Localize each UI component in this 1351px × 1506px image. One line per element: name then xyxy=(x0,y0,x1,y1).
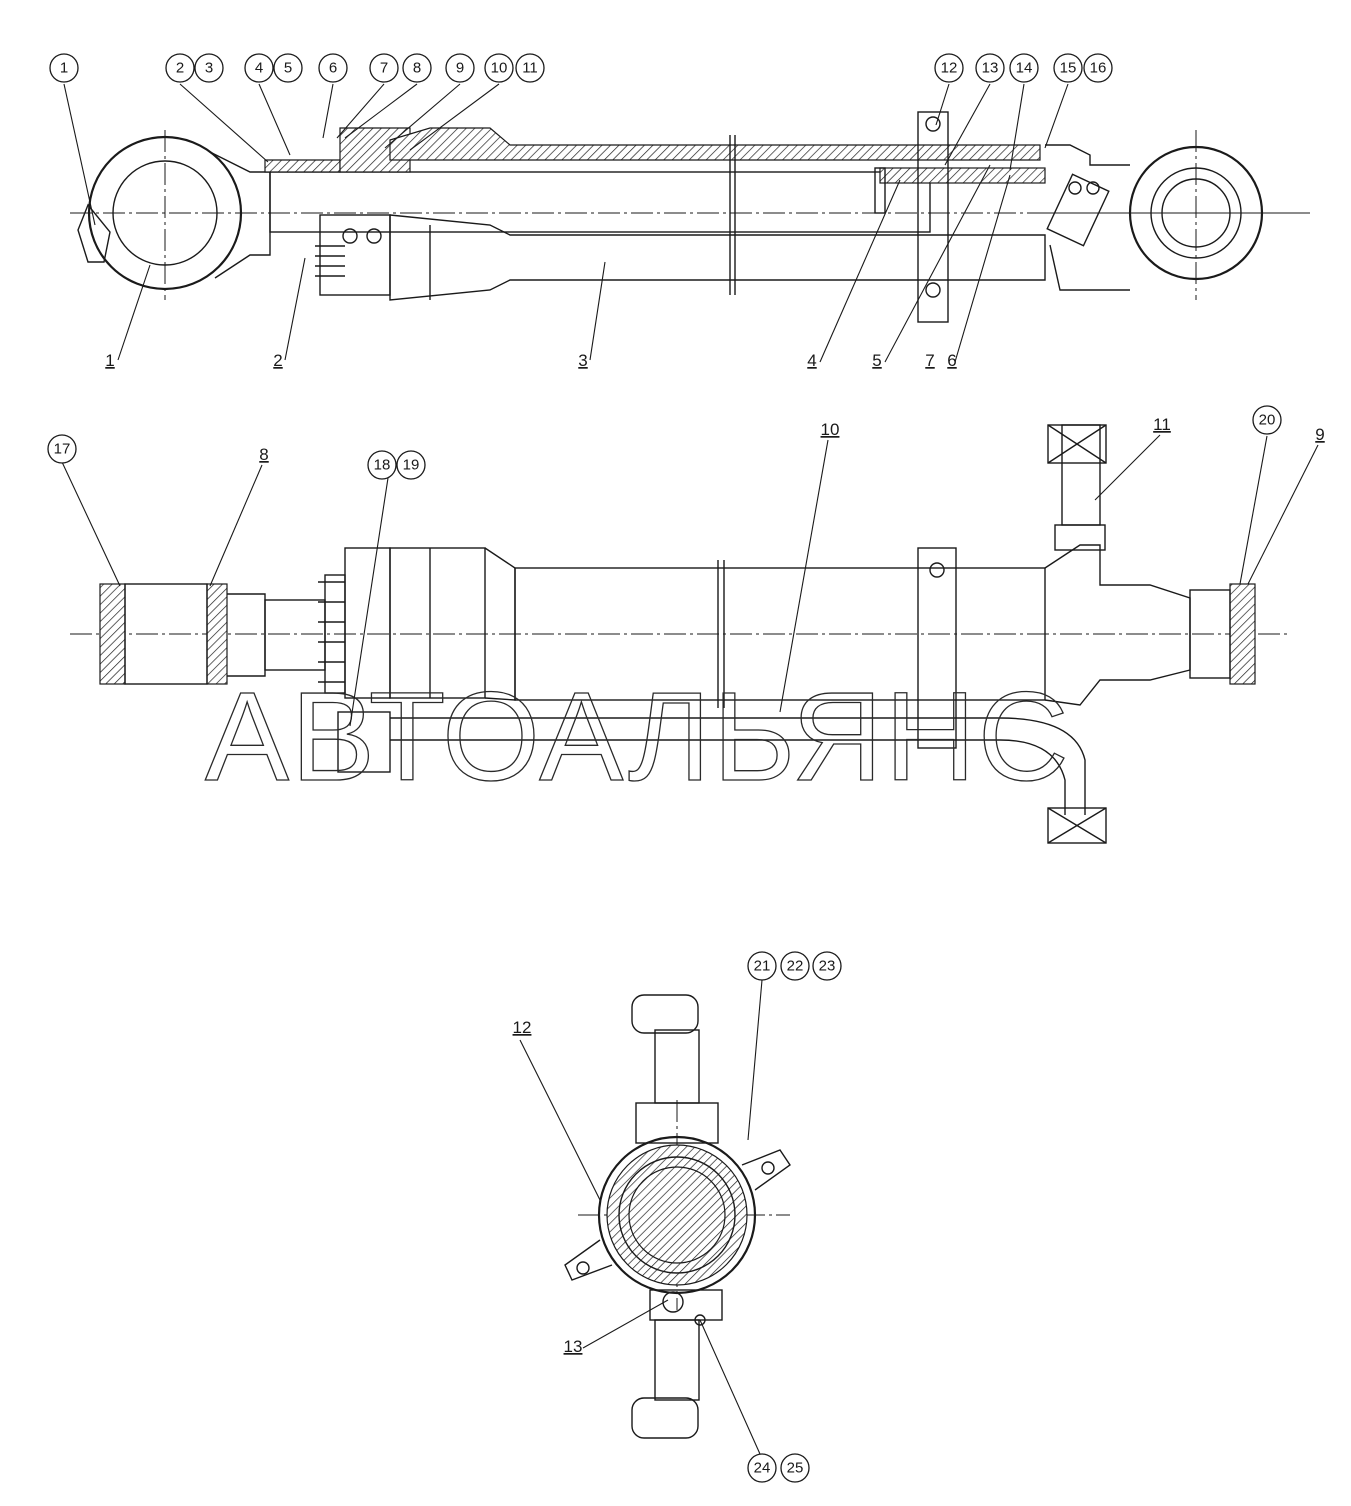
label-10: 10 xyxy=(821,420,840,439)
svg-text:22: 22 xyxy=(787,958,804,975)
bubble-25: 25 xyxy=(780,1453,810,1483)
bubble-21: 21 xyxy=(747,951,777,981)
label-5: 5 xyxy=(872,351,881,370)
part-labels: 1 2 3 4 5 7 6 8 10 11 9 12 13 xyxy=(105,351,1324,1356)
label-13: 13 xyxy=(564,1337,583,1356)
bubble-4: 4 xyxy=(244,53,274,83)
label-9: 9 xyxy=(1315,425,1324,444)
svg-text:13: 13 xyxy=(982,60,999,77)
view-2-external xyxy=(70,424,1290,844)
label-12: 12 xyxy=(513,1018,532,1037)
svg-text:4: 4 xyxy=(255,60,263,77)
svg-text:1: 1 xyxy=(60,60,68,77)
bubble-3: 3 xyxy=(194,53,224,83)
svg-text:25: 25 xyxy=(787,1460,804,1477)
svg-text:12: 12 xyxy=(941,60,958,77)
bubble-11: 11 xyxy=(515,53,545,83)
bubble-15: 15 xyxy=(1053,53,1083,83)
svg-text:11: 11 xyxy=(522,60,538,77)
bubble-23: 23 xyxy=(812,951,842,981)
bubble-17: 17 xyxy=(47,434,77,464)
bubble-14: 14 xyxy=(1009,53,1039,83)
label-2: 2 xyxy=(273,351,282,370)
bubble-12: 12 xyxy=(934,53,964,83)
svg-text:16: 16 xyxy=(1090,60,1107,77)
bubble-22: 22 xyxy=(780,951,810,981)
svg-text:18: 18 xyxy=(374,457,391,474)
svg-text:8: 8 xyxy=(413,60,421,77)
svg-text:9: 9 xyxy=(456,60,464,77)
view-1-section xyxy=(70,111,1310,323)
label-4: 4 xyxy=(807,351,816,370)
label-6: 6 xyxy=(947,351,956,370)
svg-text:17: 17 xyxy=(54,441,71,458)
svg-text:7: 7 xyxy=(380,60,388,77)
bubble-10: 10 xyxy=(484,53,514,83)
svg-text:23: 23 xyxy=(819,958,836,975)
bubble-18: 18 xyxy=(367,450,397,480)
svg-text:15: 15 xyxy=(1060,60,1077,77)
watermark-text: АВТОАЛЬЯНС xyxy=(205,666,1071,807)
label-11: 11 xyxy=(1153,415,1171,434)
bubble-6: 6 xyxy=(318,53,348,83)
svg-text:19: 19 xyxy=(403,457,420,474)
svg-text:24: 24 xyxy=(754,1460,771,1477)
bubble-16: 16 xyxy=(1083,53,1113,83)
label-8: 8 xyxy=(259,445,268,464)
label-1: 1 xyxy=(105,351,114,370)
bubble-7: 7 xyxy=(369,53,399,83)
view-3-cross-section xyxy=(564,994,791,1439)
svg-text:21: 21 xyxy=(754,958,771,975)
bubble-callouts: 1 2 3 4 5 6 7 8 9 10 11 12 13 14 15 16 1… xyxy=(47,53,1282,1483)
svg-text:20: 20 xyxy=(1259,412,1276,429)
svg-text:5: 5 xyxy=(284,60,292,77)
bubble-13: 13 xyxy=(975,53,1005,83)
bubble-1: 1 xyxy=(49,53,79,83)
bubble-19: 19 xyxy=(396,450,426,480)
label-3: 3 xyxy=(578,351,587,370)
bubble-9: 9 xyxy=(445,53,475,83)
bubble-5: 5 xyxy=(273,53,303,83)
svg-text:6: 6 xyxy=(329,60,337,77)
bubble-20: 20 xyxy=(1252,405,1282,435)
label-7: 7 xyxy=(925,351,934,370)
bubble-2: 2 xyxy=(165,53,195,83)
svg-text:14: 14 xyxy=(1016,60,1033,77)
bubble-8: 8 xyxy=(402,53,432,83)
bubble-24: 24 xyxy=(747,1453,777,1483)
svg-text:2: 2 xyxy=(176,60,184,77)
svg-text:3: 3 xyxy=(205,60,213,77)
svg-text:10: 10 xyxy=(491,60,508,77)
leader-lines xyxy=(61,83,1319,1455)
